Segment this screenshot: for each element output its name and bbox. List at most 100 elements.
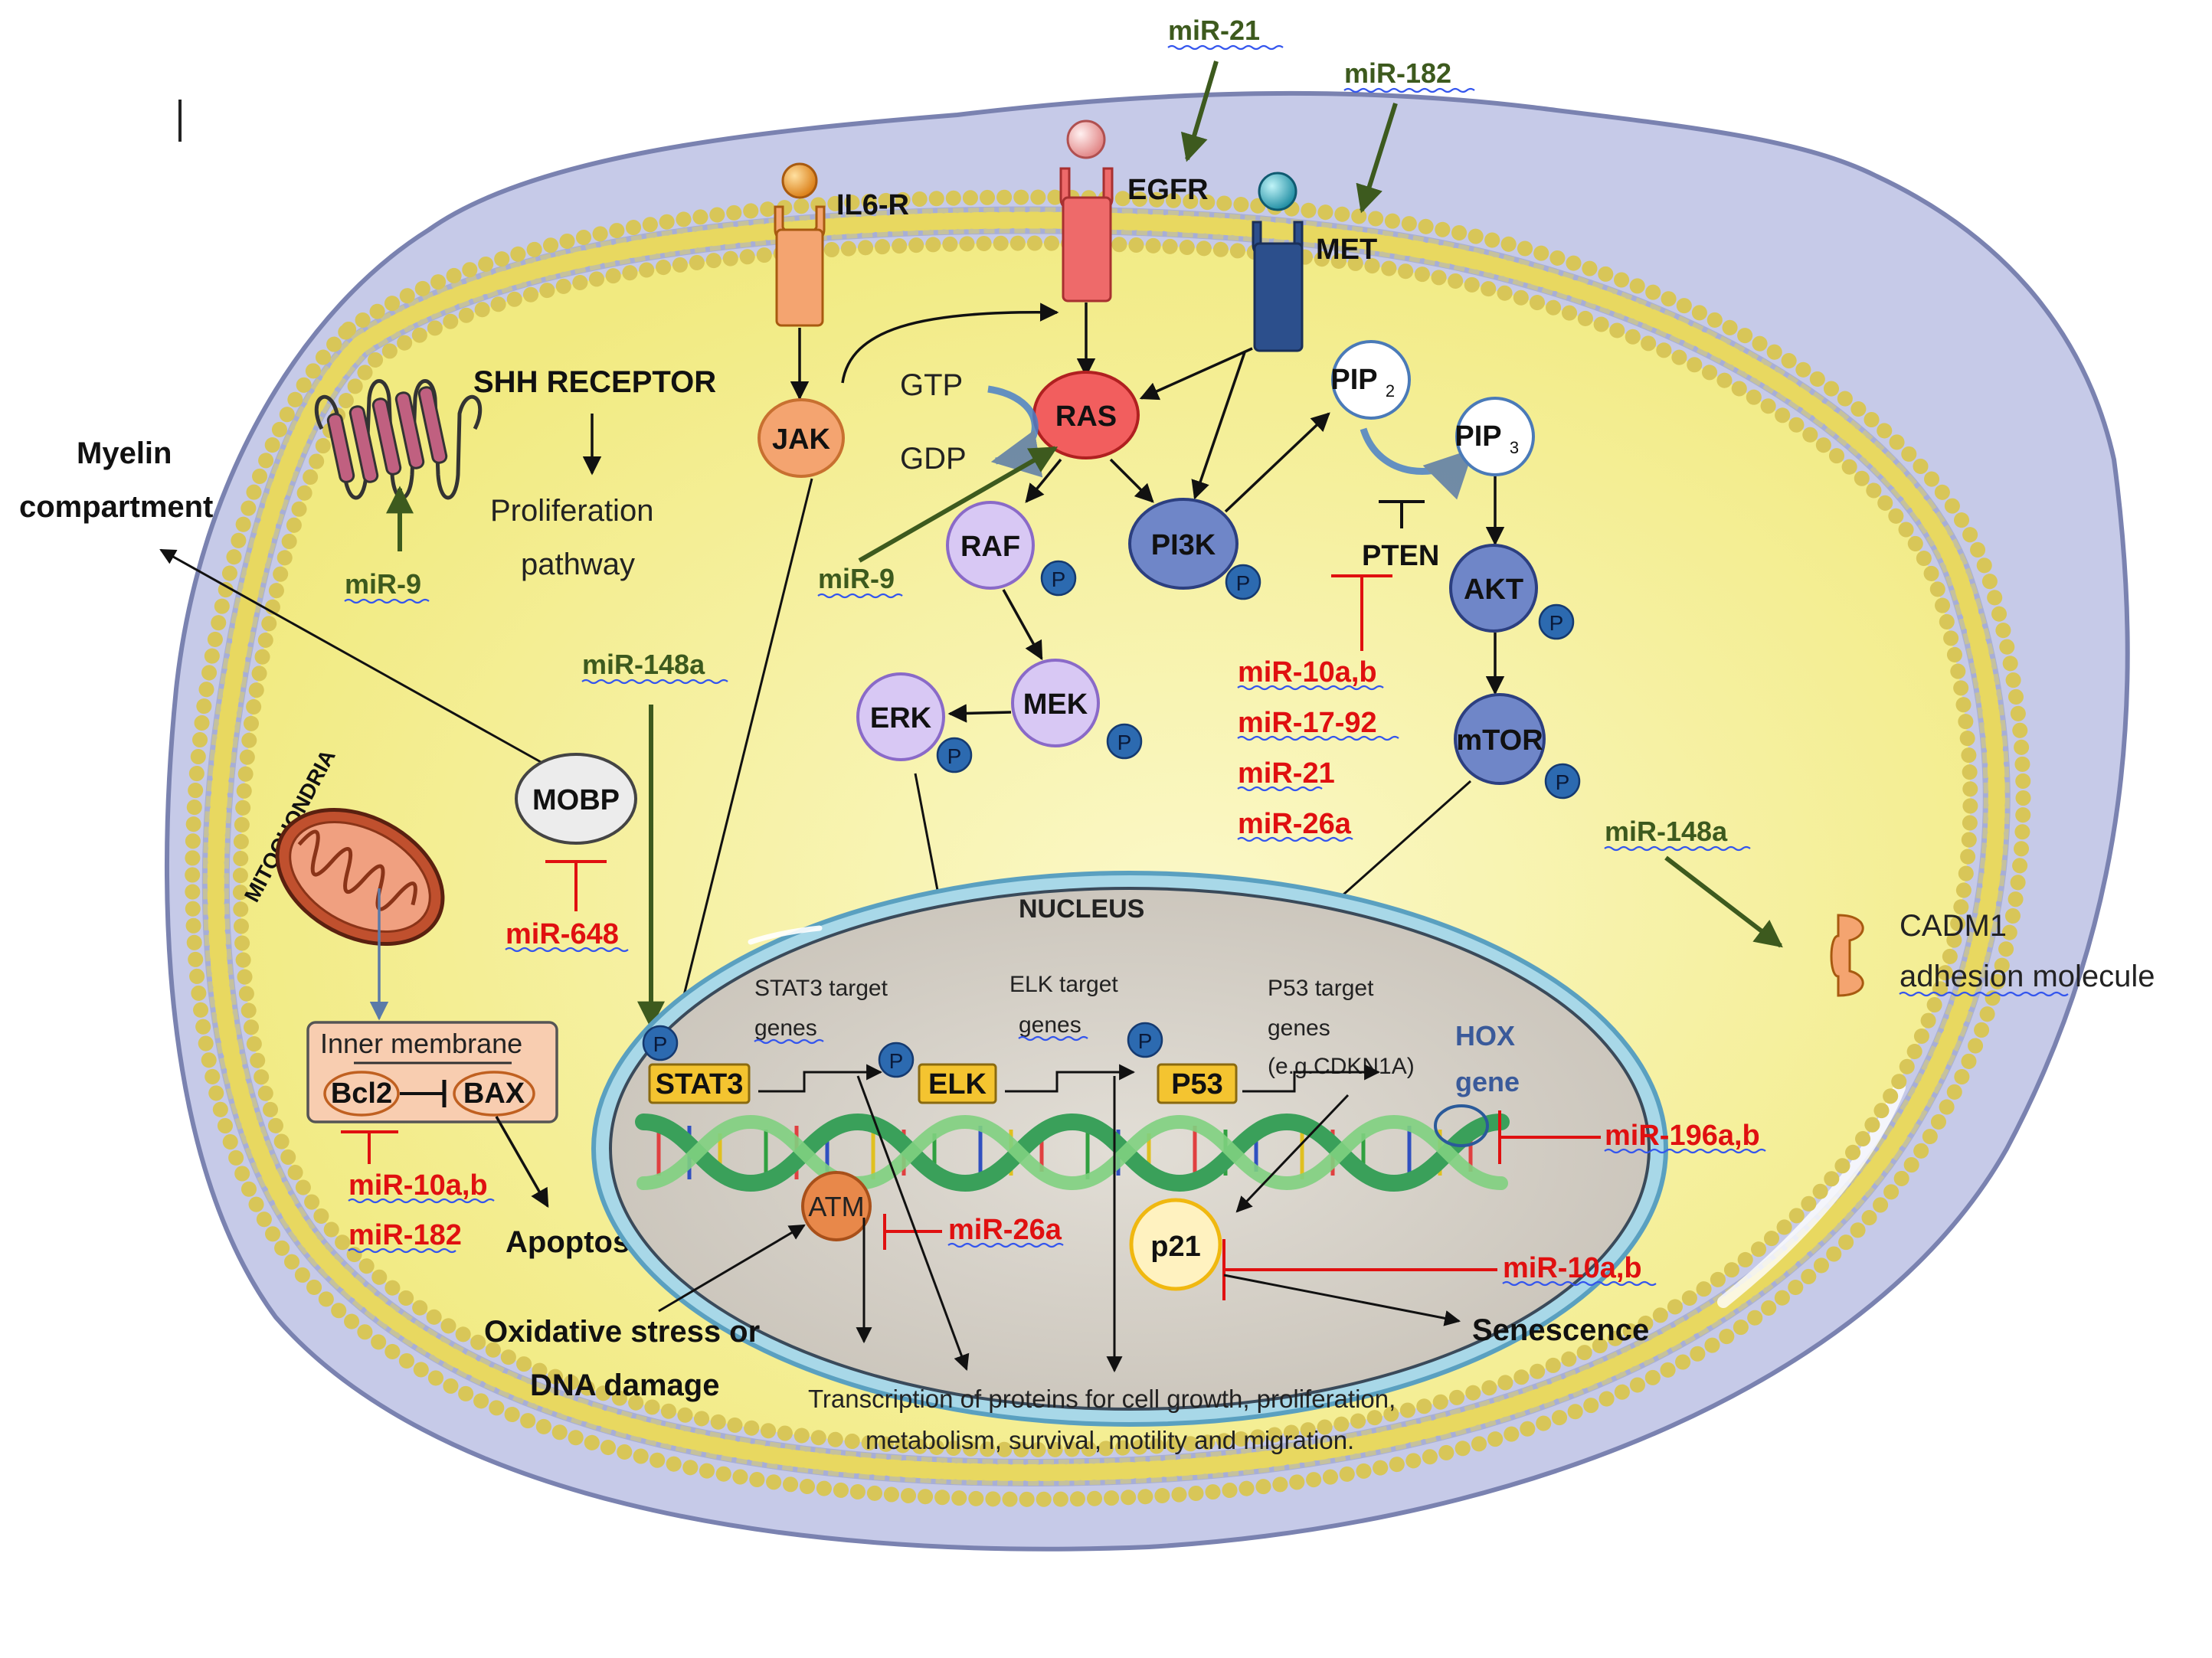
hox-label-2: gene <box>1455 1066 1520 1097</box>
mir26a-pten-label: miR-26a <box>1238 808 1352 840</box>
erk-node <box>856 672 945 761</box>
bcl2-node <box>323 1071 400 1117</box>
dna-helix-icon <box>635 1104 1510 1192</box>
mir21-pten-label: miR-21 <box>1238 757 1335 790</box>
bcl2-label: Bcl2 <box>331 1078 392 1110</box>
atm-label: ATM <box>808 1191 864 1222</box>
svg-text:P: P <box>1117 731 1132 754</box>
cadm1-label-2: adhesion molecule <box>1900 960 2155 993</box>
oxidative-label-2: DNA damage <box>530 1369 719 1402</box>
pi3k-node <box>1128 498 1239 590</box>
mir21-top-label: miR-21 <box>1168 15 1260 46</box>
pip3-node <box>1455 397 1535 476</box>
svg-text:P: P <box>1556 770 1570 794</box>
jak-label: JAK <box>772 423 831 456</box>
svg-text:P: P <box>1052 567 1066 591</box>
transcription-label-2: metabolism, survival, motility and migra… <box>865 1426 1354 1454</box>
mir10ab-bcl2-label: miR-10a,b <box>348 1169 488 1202</box>
stat3-label: STAT3 <box>656 1068 744 1100</box>
pip3-label: PIP <box>1454 420 1501 453</box>
mtor-phospho <box>1544 763 1581 800</box>
svg-text:P: P <box>653 1032 668 1056</box>
p53-phospho <box>1127 1022 1163 1058</box>
mir182-bcl2-label: miR-182 <box>348 1219 462 1251</box>
stat3-target-label-1: STAT3 target <box>754 976 888 1001</box>
stat3-box <box>648 1063 751 1104</box>
elk-label: ELK <box>928 1068 987 1100</box>
p53-box <box>1157 1063 1238 1104</box>
gdp-label: GDP <box>900 442 967 476</box>
mir182-top-label: miR-182 <box>1344 57 1451 89</box>
hox-label-1: HOX <box>1455 1020 1515 1051</box>
nucleus-label: NUCLEUS <box>1019 894 1144 924</box>
svg-text:P: P <box>1236 571 1251 595</box>
transcription-label-1: Transcription of proteins for cell growt… <box>808 1385 1396 1413</box>
ras-label: RAS <box>1055 401 1117 433</box>
p53-target-label-3: (e.g.CDKN1A) <box>1268 1054 1415 1079</box>
p53-target-label-2: genes <box>1268 1015 1330 1041</box>
svg-text:P: P <box>947 744 962 768</box>
svg-text:P: P <box>1549 611 1564 635</box>
pten-label: PTEN <box>1362 540 1439 572</box>
akt-phospho <box>1538 603 1575 640</box>
proliferation-label-1: Proliferation <box>490 494 653 528</box>
raf-label: RAF <box>960 531 1020 563</box>
shh-receptor-icon <box>314 379 483 500</box>
p53-target-label-1: P53 target <box>1268 976 1374 1001</box>
elk-target-label-2: genes <box>1019 1012 1081 1038</box>
svg-text:P: P <box>1138 1029 1153 1053</box>
il6r-label: IL6-R <box>836 189 909 221</box>
pi3k-label: PI3K <box>1151 529 1216 561</box>
erk-label: ERK <box>870 702 932 734</box>
met-label: MET <box>1316 234 1377 266</box>
mir148a-right-label: miR-148a <box>1605 816 1728 847</box>
pip2-label: PIP <box>1330 364 1377 396</box>
pip2-node <box>1331 340 1411 420</box>
cadm1-icon <box>1830 914 1864 997</box>
svg-text:P: P <box>889 1049 904 1073</box>
mir196ab-label: miR-196a,b <box>1605 1120 1760 1152</box>
svg-text:3: 3 <box>1510 438 1519 457</box>
akt-node <box>1449 544 1538 633</box>
p21-label: p21 <box>1150 1231 1200 1263</box>
mir148a-left-label: miR-148a <box>582 649 705 680</box>
erk-phospho <box>936 737 973 773</box>
elk-phospho <box>878 1042 915 1078</box>
mir9-ras-label: miR-9 <box>818 563 895 594</box>
shh-receptor-label: SHH RECEPTOR <box>473 365 716 399</box>
bax-label: BAX <box>463 1078 525 1110</box>
mek-label: MEK <box>1023 688 1088 721</box>
myelin-label-2: compartment <box>19 490 213 524</box>
inner-membrane-label: Inner membrane <box>320 1028 522 1059</box>
proliferation-label-2: pathway <box>521 548 635 581</box>
elk-target-label-1: ELK target <box>1009 972 1118 997</box>
mobp-node <box>515 753 637 845</box>
mir9-shh-label: miR-9 <box>345 568 421 600</box>
mek-node <box>1011 659 1100 747</box>
mtor-node <box>1454 693 1546 785</box>
stat3-phospho <box>642 1025 679 1061</box>
inner-membrane-box <box>306 1021 558 1123</box>
raf-node <box>946 501 1035 590</box>
mitochondria-icon <box>275 807 445 947</box>
p21-node <box>1129 1198 1222 1291</box>
oxidative-label-1: Oxidative stress or <box>484 1315 760 1349</box>
akt-label: AKT <box>1464 574 1523 606</box>
bax-node <box>453 1071 535 1117</box>
svg-text:2: 2 <box>1386 381 1395 401</box>
mir10ab-p21-label: miR-10a,b <box>1503 1252 1642 1284</box>
mir648-label: miR-648 <box>506 918 619 950</box>
mtor-label: mTOR <box>1456 724 1543 757</box>
il6r-receptor-icon <box>774 162 826 327</box>
myelin-label-1: Myelin <box>77 437 172 470</box>
atm-node <box>801 1171 872 1241</box>
raf-phospho <box>1040 560 1077 597</box>
mir26a-atm-label: miR-26a <box>948 1214 1062 1246</box>
jak-node <box>758 398 845 478</box>
mir1792-label: miR-17-92 <box>1238 707 1377 739</box>
mobp-label: MOBP <box>532 784 620 816</box>
cadm1-label-1: CADM1 <box>1900 909 2007 943</box>
stat3-target-label-2: genes <box>754 1015 817 1041</box>
